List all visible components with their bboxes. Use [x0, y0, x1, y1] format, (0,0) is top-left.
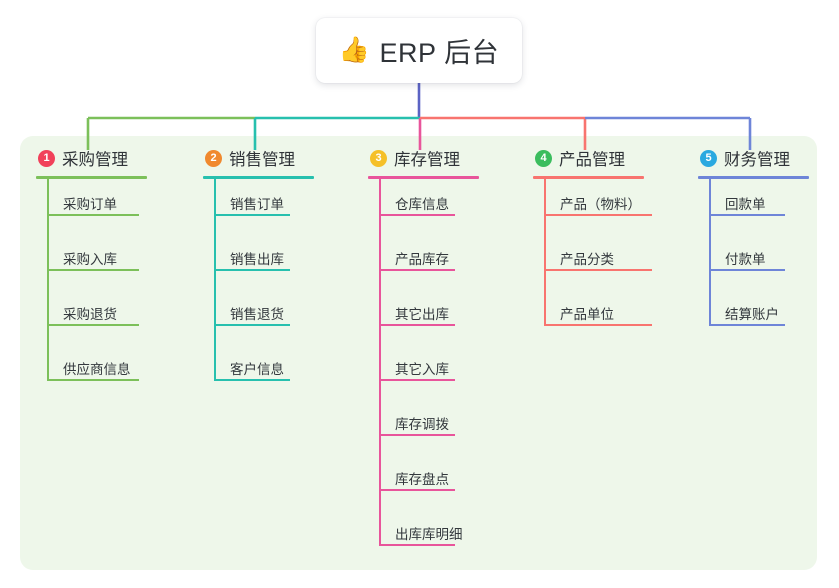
- branch-underline-1: [36, 176, 147, 179]
- leaf-item[interactable]: 产品（物料）: [560, 197, 641, 212]
- leaf-item[interactable]: 其它出库: [395, 307, 449, 322]
- leaf-item[interactable]: 采购入库: [63, 252, 117, 267]
- leaf-underline: [214, 269, 290, 271]
- branch-title-3: 库存管理: [394, 151, 460, 169]
- leaf-underline: [47, 379, 139, 381]
- leaf-underline: [544, 214, 652, 216]
- leaf-item[interactable]: 回款单: [725, 197, 766, 212]
- branch-badge-2: 2: [205, 149, 222, 167]
- leaf-underline: [47, 324, 139, 326]
- branch-badge-3: 3: [370, 149, 387, 167]
- root-node[interactable]: 👍 ERP 后台: [316, 18, 522, 83]
- branch-header-3[interactable]: 3 库存管理: [368, 146, 479, 170]
- leaf-underline: [379, 324, 455, 326]
- leaf-item[interactable]: 客户信息: [230, 362, 284, 377]
- leaf-item[interactable]: 采购订单: [63, 197, 117, 212]
- leaf-underline: [379, 544, 455, 546]
- leaf-underline: [379, 379, 455, 381]
- leaf-item[interactable]: 销售退货: [230, 307, 284, 322]
- branch-underline-5: [698, 176, 809, 179]
- leaf-underline: [544, 324, 652, 326]
- branch-column-2: 2 销售管理销售订单销售出库销售退货客户信息: [203, 146, 314, 381]
- leaf-underline: [544, 269, 652, 271]
- leaf-item[interactable]: 产品分类: [560, 252, 614, 267]
- branch-title-2: 销售管理: [229, 151, 295, 169]
- leaf-item[interactable]: 其它入库: [395, 362, 449, 377]
- leaf-item[interactable]: 采购退货: [63, 307, 117, 322]
- leaf-item[interactable]: 销售出库: [230, 252, 284, 267]
- leaf-item[interactable]: 产品库存: [395, 252, 449, 267]
- leaf-item[interactable]: 供应商信息: [63, 362, 131, 377]
- branch-header-2[interactable]: 2 销售管理: [203, 146, 314, 170]
- branch-spine-5: [709, 179, 711, 324]
- leaf-underline: [47, 214, 139, 216]
- branch-spine-2: [214, 179, 216, 379]
- leaf-item[interactable]: 付款单: [725, 252, 766, 267]
- branch-column-4: 4 产品管理产品（物料） 产品分类产品单位: [533, 146, 652, 326]
- thumbs-up-icon: 👍: [338, 36, 371, 64]
- branch-header-1[interactable]: 1 采购管理: [36, 146, 147, 170]
- branch-column-3: 3 库存管理仓库信息产品库存其它出库其它入库库存调拨库存盘点出库库明细: [368, 146, 479, 546]
- branch-column-1: 1 采购管理采购订单采购入库采购退货供应商信息: [36, 146, 147, 381]
- leaf-item[interactable]: 出库库明细: [395, 527, 463, 542]
- leaf-item[interactable]: 结算账户: [725, 307, 779, 322]
- leaf-item[interactable]: 仓库信息: [395, 197, 449, 212]
- branch-spine-1: [47, 179, 49, 379]
- leaf-underline: [709, 214, 785, 216]
- branch-title-5: 财务管理: [724, 151, 790, 169]
- leaf-underline: [379, 269, 455, 271]
- leaf-underline: [379, 434, 455, 436]
- branch-spine-3: [379, 179, 381, 544]
- leaf-underline: [214, 214, 290, 216]
- leaf-item[interactable]: 销售订单: [230, 197, 284, 212]
- leaf-item[interactable]: 库存盘点: [395, 472, 449, 487]
- root-title: ERP 后台: [379, 38, 500, 68]
- leaf-underline: [709, 269, 785, 271]
- leaf-underline: [214, 379, 290, 381]
- branch-title-4: 产品管理: [559, 151, 625, 169]
- branch-spine-4: [544, 179, 546, 324]
- leaf-underline: [379, 214, 455, 216]
- branch-underline-2: [203, 176, 314, 179]
- leaf-underline: [709, 324, 785, 326]
- leaf-underline: [214, 324, 290, 326]
- leaf-item[interactable]: 库存调拨: [395, 417, 449, 432]
- branch-badge-4: 4: [535, 149, 552, 167]
- branches-panel: [20, 136, 817, 570]
- branch-badge-1: 1: [38, 149, 55, 167]
- branch-title-1: 采购管理: [62, 151, 128, 169]
- branch-underline-3: [368, 176, 479, 179]
- leaf-underline: [47, 269, 139, 271]
- branch-column-5: 5 财务管理回款单付款单结算账户: [698, 146, 809, 326]
- branch-underline-4: [533, 176, 644, 179]
- leaf-underline: [379, 489, 455, 491]
- leaf-item[interactable]: 产品单位: [560, 307, 614, 322]
- root-label: 👍 ERP 后台: [339, 31, 499, 70]
- branch-header-4[interactable]: 4 产品管理: [533, 146, 644, 170]
- branch-badge-5: 5: [700, 149, 717, 167]
- branch-header-5[interactable]: 5 财务管理: [698, 146, 809, 170]
